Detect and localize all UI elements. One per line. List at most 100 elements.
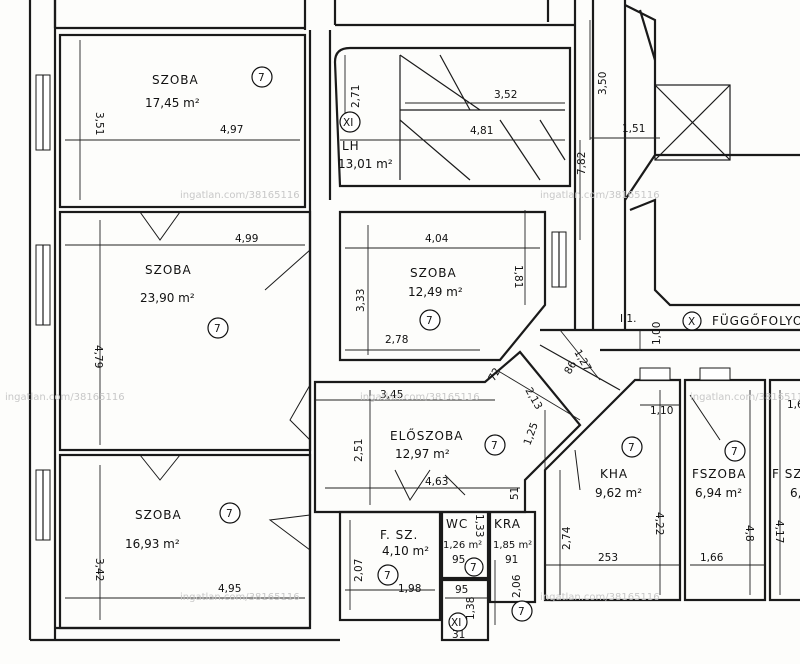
marker-7: 7: [251, 66, 273, 88]
svg-text:7: 7: [518, 606, 525, 618]
room-name-szoba-2: SZOBA: [145, 263, 192, 277]
room-area-kra: 1,85 m²: [493, 540, 532, 551]
marker-7: 7: [464, 557, 484, 577]
watermark: ingatlan.com/38165116: [180, 190, 300, 201]
svg-text:X: X: [688, 316, 695, 328]
room-name-eloszoba: ELŐSZOBA: [390, 428, 463, 443]
svg-text:7: 7: [628, 442, 635, 454]
room-area-fsz-2: 6,: [790, 486, 800, 500]
room-labels: SZOBA 17,45 m² SZOBA 23,90 m² SZOBA 16,9…: [125, 73, 800, 558]
room-name-kha: KHA: [600, 467, 628, 481]
dim-95-b: 95: [455, 584, 468, 596]
dim-251: 2,51: [353, 439, 365, 462]
dim-271: 2,71: [350, 85, 362, 108]
walls: [28, 0, 800, 642]
room-area-fsz: 4,10 m²: [382, 544, 429, 558]
circle-markers: 7 7 7 7 7 7 7 7 7 7 XI XI X: [207, 66, 746, 632]
watermark: ingatlan.com/38165116: [5, 392, 125, 403]
dim-463: 4,63: [425, 476, 448, 488]
dim-151: 1,51: [622, 123, 645, 135]
marker-7: 7: [484, 434, 506, 456]
dim-91: 91: [505, 554, 518, 566]
dim-48: 4,8: [743, 525, 755, 542]
room-area-eloszoba: 12,97 m²: [395, 447, 450, 461]
marker-xi: XI: [448, 612, 468, 632]
dim-138: 1,38: [465, 597, 477, 620]
room-name-wc: WC: [446, 517, 468, 531]
marker-7: 7: [419, 309, 441, 331]
svg-text:7: 7: [491, 440, 498, 452]
room-name-kra: KRA: [494, 517, 521, 531]
dim-497: 4,97: [220, 124, 243, 136]
dim-181: 1,81: [512, 265, 524, 288]
room-name-szoba-4: SZOBA: [410, 266, 457, 280]
dimension-labels: 3,51 4,97 2,71 3,52 3,50 4,81 1,51 7,82 …: [92, 72, 800, 641]
svg-text:XI: XI: [343, 117, 353, 129]
dim-481: 4,81: [470, 125, 493, 137]
windows: [35, 74, 731, 541]
marker-xi: XI: [339, 111, 361, 133]
dim-166: 1,66: [700, 552, 724, 564]
marker-7: 7: [219, 502, 241, 524]
corridor-code: I.1.: [620, 313, 636, 325]
room-area-wc: 1,26 m²: [443, 540, 482, 551]
watermark: ingatlan.com/38165116: [360, 392, 480, 403]
dim-110: 1,10: [650, 405, 673, 417]
room-area-lh: 13,01 m²: [338, 157, 393, 171]
dim-404: 4,04: [425, 233, 449, 245]
dim-782: 7,82: [576, 152, 588, 175]
watermark: ingatlan.com/38165116: [690, 392, 800, 403]
watermark: ingatlan.com/38165116: [540, 592, 660, 603]
marker-7: 7: [207, 317, 229, 339]
room-area-szoba-2: 23,90 m²: [140, 291, 195, 305]
room-name-szoba-1: SZOBA: [152, 73, 199, 87]
room-name-lh: LH: [342, 139, 360, 153]
watermark: ingatlan.com/38165116: [180, 592, 300, 603]
watermark: ingatlan.com/38165116: [540, 190, 660, 201]
marker-7: 7: [511, 600, 533, 622]
room-area-kha: 9,62 m²: [595, 486, 642, 500]
dim-333: 3,33: [355, 289, 367, 312]
dim-499: 4,99: [235, 233, 258, 245]
dim-213: 2,13: [522, 386, 544, 412]
dim-206: 2,06: [511, 574, 523, 598]
dim-100: 1,00: [651, 322, 663, 345]
svg-text:7: 7: [426, 315, 433, 327]
dimension-lines: [65, 20, 781, 625]
dim-51: 51: [509, 487, 521, 500]
marker-7: 7: [377, 564, 399, 586]
dim-16: 1,6: [787, 399, 800, 411]
dim-352: 3,52: [494, 89, 517, 101]
dim-278: 2,78: [385, 334, 408, 346]
dim-422: 4,22: [653, 512, 665, 535]
corridor-label: FÜGGŐFOLYO: [712, 312, 800, 328]
dim-495: 4,95: [218, 583, 241, 595]
dim-207: 2,07: [353, 559, 365, 582]
room-name-fszoba: FSZOBA: [692, 467, 746, 481]
dim-198: 1,98: [398, 583, 421, 595]
marker-x: X: [682, 311, 702, 331]
marker-7: 7: [724, 440, 746, 462]
dim-95-a: 95: [452, 554, 465, 566]
dim-72: 72: [486, 366, 503, 384]
svg-text:7: 7: [258, 72, 265, 84]
svg-text:7: 7: [214, 323, 221, 335]
room-name-fsz-2: F SZ: [772, 467, 800, 481]
dim-133: 1,33: [473, 514, 485, 537]
svg-text:XI: XI: [451, 617, 461, 629]
room-area-szoba-1: 17,45 m²: [145, 96, 200, 110]
room-name-fsz: F. SZ.: [380, 528, 418, 542]
room-name-szoba-3: SZOBA: [135, 508, 182, 522]
dim-351: 3,51: [93, 112, 105, 135]
svg-text:7: 7: [470, 562, 477, 574]
dim-125: 1,25: [522, 421, 541, 447]
svg-text:7: 7: [226, 508, 233, 520]
room-area-szoba-3: 16,93 m²: [125, 537, 180, 551]
doors: [139, 211, 721, 551]
staircase: [399, 54, 800, 181]
room-area-fszoba: 6,94 m²: [695, 486, 742, 500]
svg-text:7: 7: [731, 446, 738, 458]
dim-274: 2,74: [561, 526, 573, 550]
watermarks: ingatlan.com/38165116 ingatlan.com/38165…: [5, 190, 800, 603]
